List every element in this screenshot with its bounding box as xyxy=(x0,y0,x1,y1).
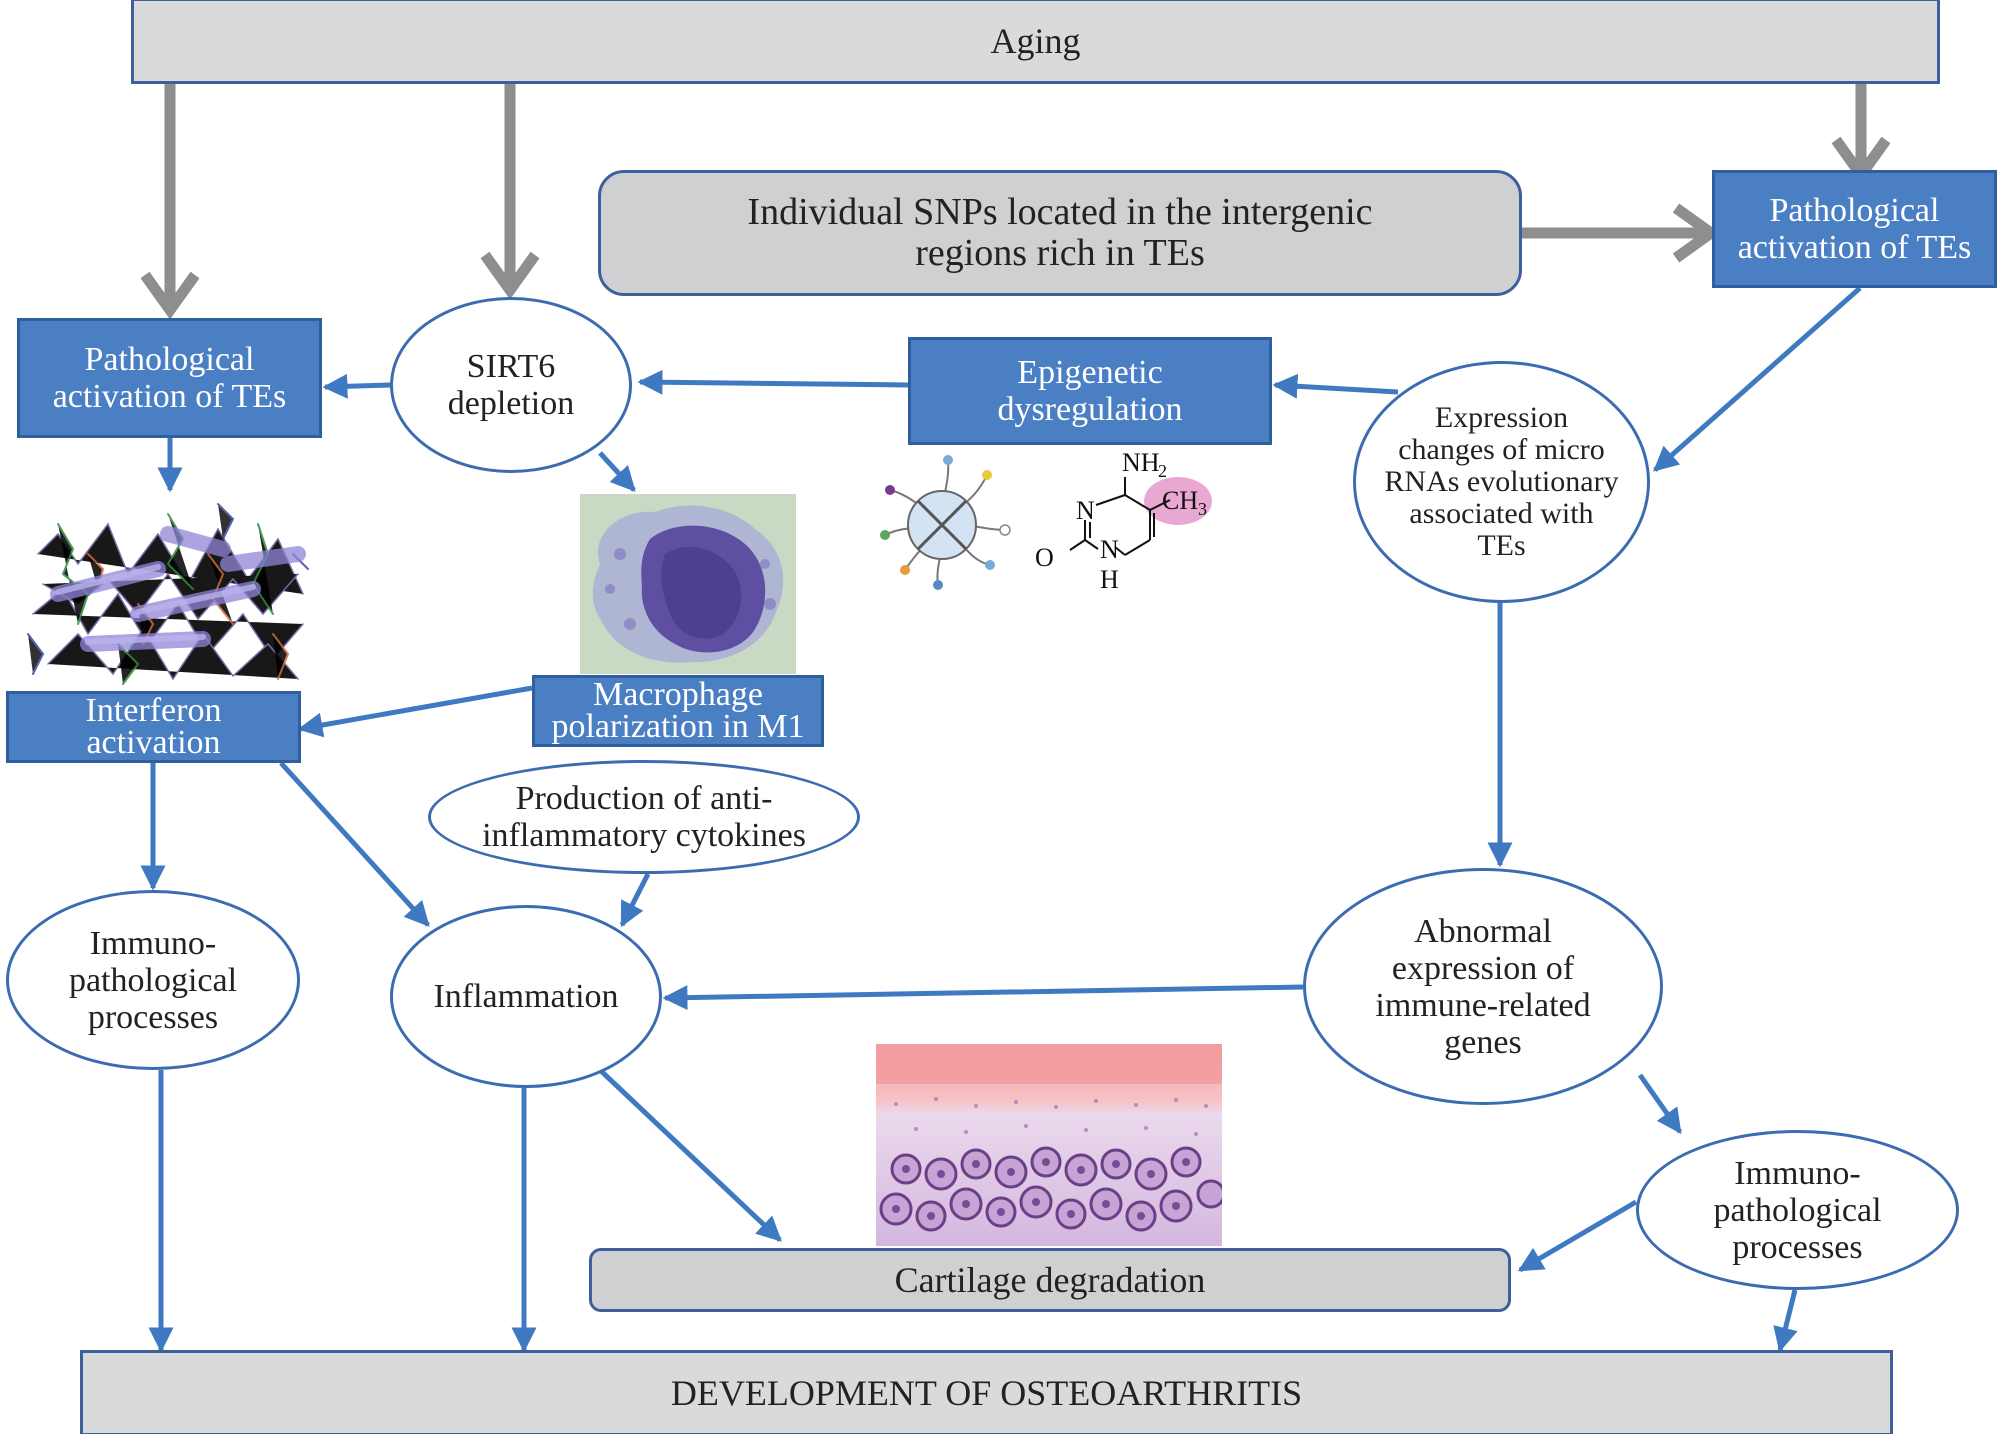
nh2-subscript: 2 xyxy=(1158,461,1167,481)
histone-illustration xyxy=(880,455,1011,590)
pathological-activation-left: Pathological activation of TEs xyxy=(17,318,322,438)
epigenetic-dysregulation: Epigenetic dysregulation xyxy=(908,337,1272,445)
arrow-sirt6-to-macrophage xyxy=(598,451,636,492)
cartilage-histology-image xyxy=(876,1044,1222,1246)
arrow-immuno-right-to-osteoarthritis xyxy=(1773,1289,1798,1353)
inflammation-label: Inflammation xyxy=(433,978,619,1015)
protein-structure-image xyxy=(27,503,309,685)
methyl-highlight xyxy=(1144,477,1212,525)
immuno-left-label: Immuno- pathological processes xyxy=(68,924,238,1036)
arrowhead-aging-to-left-tes xyxy=(140,271,200,320)
snps-label: Individual SNPs located in the intergeni… xyxy=(747,191,1373,274)
aging-label: Aging xyxy=(990,21,1081,61)
arrow-epigenetic-to-sirt6 xyxy=(637,369,909,395)
cartilage-degradation-box: Cartilage degradation xyxy=(589,1248,1511,1312)
mirna-expression-ellipse: Expression changes of micro RNAs evoluti… xyxy=(1353,361,1650,603)
h-atom: H xyxy=(1100,565,1119,594)
macrophage-polarization: Macrophage polarization in M1 xyxy=(532,675,824,747)
arrow-interferon-to-inflammation xyxy=(279,761,430,927)
arrow-inflammation-to-cartilage xyxy=(598,1068,782,1242)
arrow-abnormal-to-inflammation xyxy=(662,984,1304,1011)
cytokines-label: Production of anti- inflammatory cytokin… xyxy=(482,780,806,854)
immuno-right-label: Immuno- pathological processes xyxy=(1713,1154,1882,1266)
pathological-activation-right-label: Pathological activation of TEs xyxy=(1737,192,1972,266)
nh2-text: NH xyxy=(1122,448,1160,477)
epigenetic-label: Epigenetic dysregulation xyxy=(997,354,1183,428)
ch3-subscript: 3 xyxy=(1198,499,1207,519)
aging-box: Aging xyxy=(131,0,1940,84)
arrow-sirt6-to-left-tes xyxy=(322,373,391,399)
arrow-mirna-to-epigenetic xyxy=(1272,373,1399,399)
abnormal-expression-ellipse: Abnormal expression of immune-related ge… xyxy=(1303,868,1663,1105)
nh-atom: N xyxy=(1100,535,1119,564)
arrow-abnormal-to-immuno-right xyxy=(1637,1073,1683,1135)
pathological-activation-right: Pathological activation of TEs xyxy=(1712,170,1997,288)
interferon-activation: Interferon activation xyxy=(6,691,301,763)
methylcytosine-molecule: NH 2 CH 3 N N H O xyxy=(1035,448,1212,594)
n-atom: N xyxy=(1076,496,1095,525)
snps-box: Individual SNPs located in the intergeni… xyxy=(598,170,1522,296)
interferon-label: Interferon activation xyxy=(85,692,222,761)
osteoarthritis-box: DEVELOPMENT OF OSTEOARTHRITIS xyxy=(80,1350,1893,1434)
arrow-right-tes-to-mirna xyxy=(1653,286,1862,472)
arrow-immuno-right-to-cartilage xyxy=(1517,1199,1638,1273)
immunopathological-left: Immuno- pathological processes xyxy=(6,890,300,1070)
pathological-activation-left-label: Pathological activation of TEs xyxy=(52,341,287,415)
macrophage-label: Macrophage polarization in M1 xyxy=(551,676,805,745)
arrowhead-snps-to-right-tes xyxy=(1672,203,1721,263)
sirt6-depletion: SIRT6 depletion xyxy=(390,297,632,473)
abnormal-label: Abnormal expression of immune-related ge… xyxy=(1375,912,1591,1061)
macrophage-cell-image xyxy=(580,494,796,674)
o-atom: O xyxy=(1035,543,1054,572)
osteoarthritis-label: DEVELOPMENT OF OSTEOARTHRITIS xyxy=(670,1373,1303,1413)
arrowhead-aging-to-sirt6 xyxy=(480,251,540,300)
cytokines-ellipse: Production of anti- inflammatory cytokin… xyxy=(428,760,860,874)
cartilage-label: Cartilage degradation xyxy=(894,1260,1206,1300)
mirna-label: Expression changes of micro RNAs evoluti… xyxy=(1384,401,1619,562)
blue-arrows xyxy=(140,286,1862,1353)
sirt6-label: SIRT6 depletion xyxy=(447,348,575,422)
inflammation-ellipse: Inflammation xyxy=(390,905,662,1088)
arrow-macrophage-to-interferon xyxy=(297,685,533,738)
arrow-cytokines-to-inflammation xyxy=(619,872,651,928)
immunopathological-right: Immuno- pathological processes xyxy=(1636,1130,1959,1290)
ch3-text: CH xyxy=(1162,486,1198,515)
